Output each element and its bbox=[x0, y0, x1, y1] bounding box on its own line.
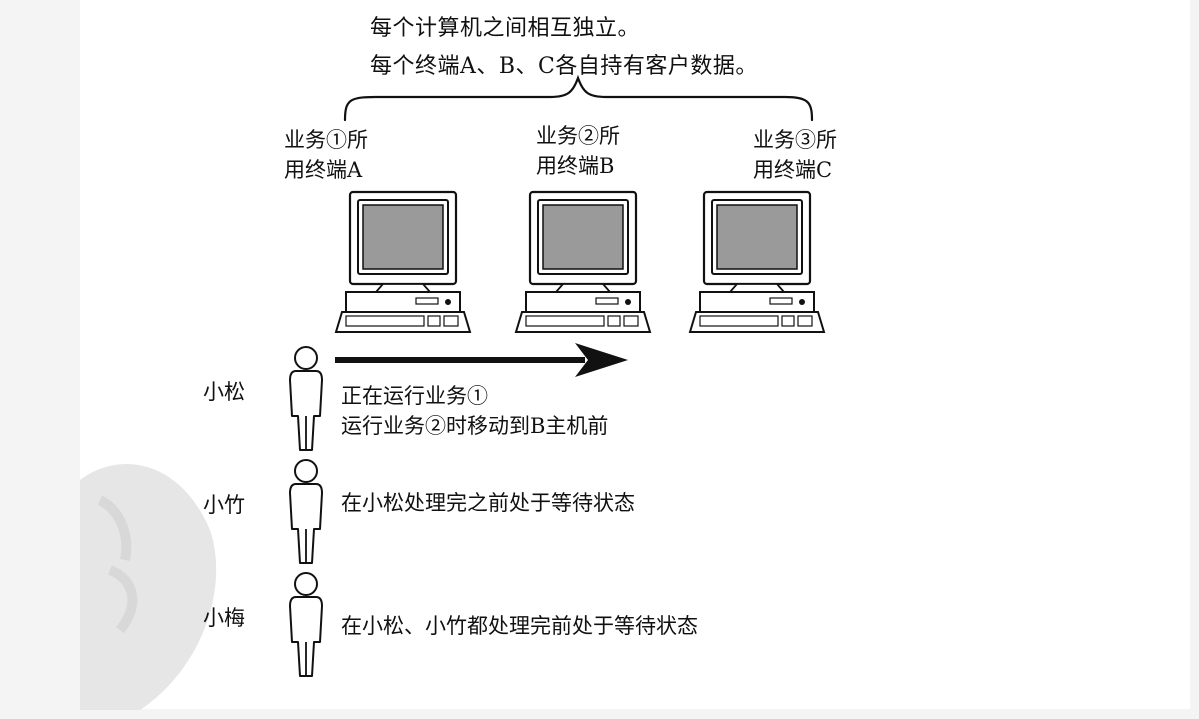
person-desc-xiaosong-2: 运行业务②时移动到B主机前 bbox=[341, 414, 609, 438]
terminal-a-label-1: 业务①所 bbox=[284, 128, 368, 152]
curly-brace-icon bbox=[343, 74, 814, 122]
diagram-panel bbox=[80, 0, 1190, 709]
terminal-b-label-1: 业务②所 bbox=[536, 124, 620, 148]
person-name-xiaomei: 小梅 bbox=[203, 606, 245, 630]
terminal-c-label-2: 用终端C bbox=[753, 158, 833, 182]
person-name-xiaosong: 小松 bbox=[203, 380, 245, 404]
header-line-1: 每个计算机之间相互独立。 bbox=[370, 16, 641, 41]
person-icon bbox=[289, 346, 323, 451]
terminal-a-label-2: 用终端A bbox=[284, 158, 363, 182]
person-icon bbox=[289, 459, 323, 564]
terminal-b-label-2: 用终端B bbox=[536, 154, 615, 178]
person-desc-xiaozhu: 在小松处理完之前处于等待状态 bbox=[341, 491, 635, 515]
terminal-c-label-1: 业务③所 bbox=[753, 128, 837, 152]
watermark bbox=[80, 440, 220, 710]
header-line-2: 每个终端A、B、C各自持有客户数据。 bbox=[370, 54, 758, 79]
person-desc-xiaomei: 在小松、小竹都处理完前处于等待状态 bbox=[341, 614, 698, 638]
person-name-xiaozhu: 小竹 bbox=[203, 493, 245, 517]
person-desc-xiaosong-1: 正在运行业务① bbox=[341, 384, 488, 408]
person-icon bbox=[289, 572, 323, 677]
